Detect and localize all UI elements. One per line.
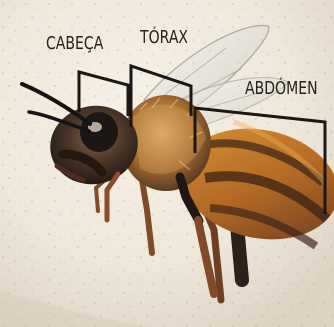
head-label: CABEÇA (46, 35, 103, 53)
abdomen-label: ABDÓMEN (245, 80, 318, 98)
thorax-label: TÓRAX (140, 29, 188, 47)
